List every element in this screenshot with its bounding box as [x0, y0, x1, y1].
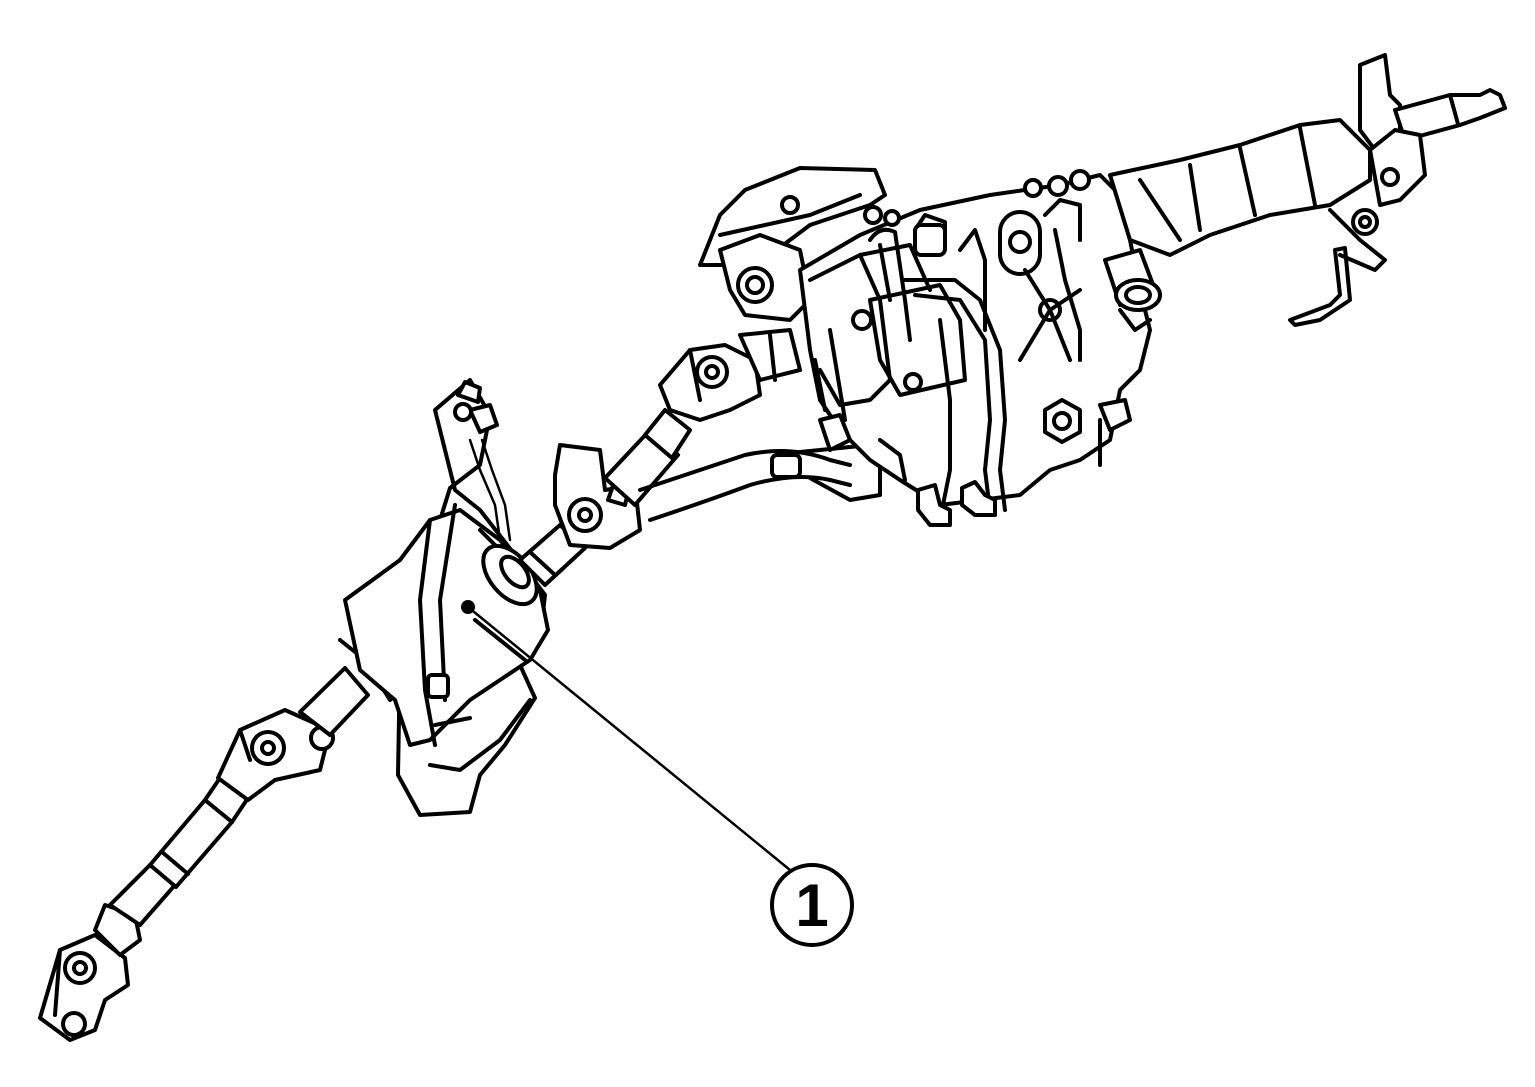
- callout-1: 1: [466, 605, 854, 947]
- upper-column-tube: [1108, 53, 1507, 327]
- callout-number: 1: [795, 872, 828, 939]
- leader-line: [466, 605, 792, 872]
- callout-circle: [770, 863, 854, 947]
- lower-intermediate-shaft: [38, 638, 392, 1042]
- upper-intermediate-shaft: [518, 328, 802, 587]
- steering-column-assembly: [698, 166, 1162, 527]
- column-hole-cover: [343, 378, 550, 817]
